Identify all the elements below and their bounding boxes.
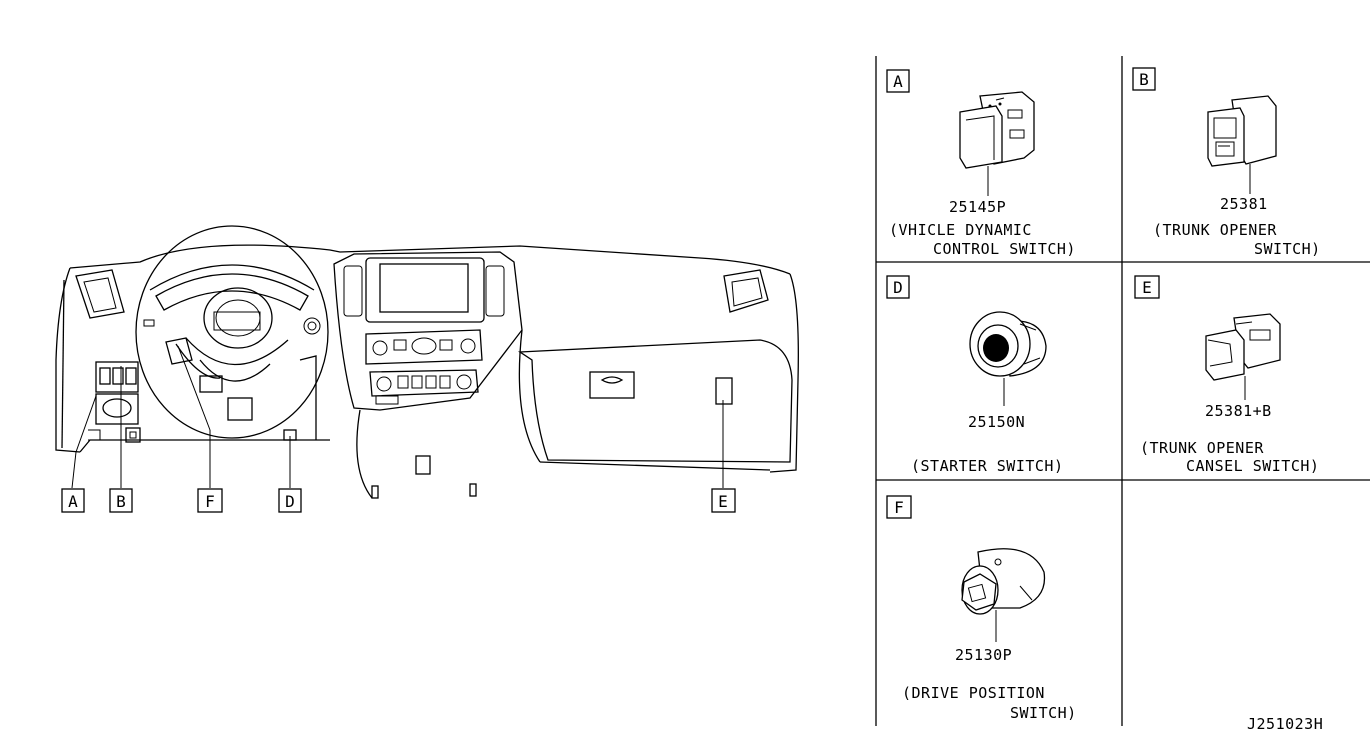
vdc-switch-drawing [959,91,1035,169]
callout-b-label: B [116,492,126,511]
trunk-opener-switch-drawing [1207,95,1277,167]
callout-f-label: F [205,492,215,511]
callout-a: A [61,488,85,513]
panel-f: F 25130P (DRIVE POSITION SWITCH) [886,495,1077,722]
panel-d-letter: D [893,278,903,297]
panel-b-desc-line2: SWITCH) [1254,240,1321,258]
callout-e-label: E [718,492,728,511]
panel-f-desc-line1: (DRIVE POSITION [902,684,1045,702]
parts-grid [875,56,1370,726]
panel-a: A 25145P (VHICLE DYNAMIC CONTROL SWITCH) [886,69,1076,258]
panel-a-desc-line2: CONTROL SWITCH) [933,240,1076,258]
callout-e: E [711,488,736,513]
callout-f: F [197,488,223,513]
panel-f-desc-line2: SWITCH) [1010,704,1077,722]
drive-position-switch-drawing [961,548,1046,615]
part-number-25150n: 25150N [968,413,1025,431]
part-number-25130p: 25130P [955,646,1012,664]
panel-e: E 25381+B (TRUNK OPENER CANSEL SWITCH) [1134,275,1319,475]
panel-d: D 25150N (STARTER SWITCH) [886,275,1064,475]
panel-e-desc-line1: (TRUNK OPENER [1140,439,1264,457]
panel-e-desc-line2: CANSEL SWITCH) [1186,457,1319,475]
diagram-code: J251023H [1247,715,1323,733]
part-number-25381-b: 25381+B [1205,402,1272,420]
part-number-25145p: 25145P [949,198,1006,216]
panel-a-desc-line1: (VHICLE DYNAMIC [889,221,1032,239]
callout-b: B [109,488,133,513]
part-number-25381: 25381 [1220,195,1268,213]
panel-b-letter: B [1139,70,1149,89]
callout-d-label: D [285,492,295,511]
panel-e-letter: E [1142,278,1152,297]
starter-switch-drawing [969,311,1047,377]
panel-b-desc-line1: (TRUNK OPENER [1153,221,1277,239]
callout-a-label: A [68,492,78,511]
panel-a-letter: A [893,72,903,91]
callout-d: D [278,488,302,513]
panel-f-letter: F [894,498,904,517]
panel-d-desc-line1: (STARTER SWITCH) [911,457,1064,475]
panel-b: B 25381 (TRUNK OPENER SWITCH) [1132,67,1321,258]
callout-leaders [71,345,724,489]
trunk-opener-cancel-switch-drawing [1205,313,1281,381]
dashboard-illustration [55,225,799,499]
